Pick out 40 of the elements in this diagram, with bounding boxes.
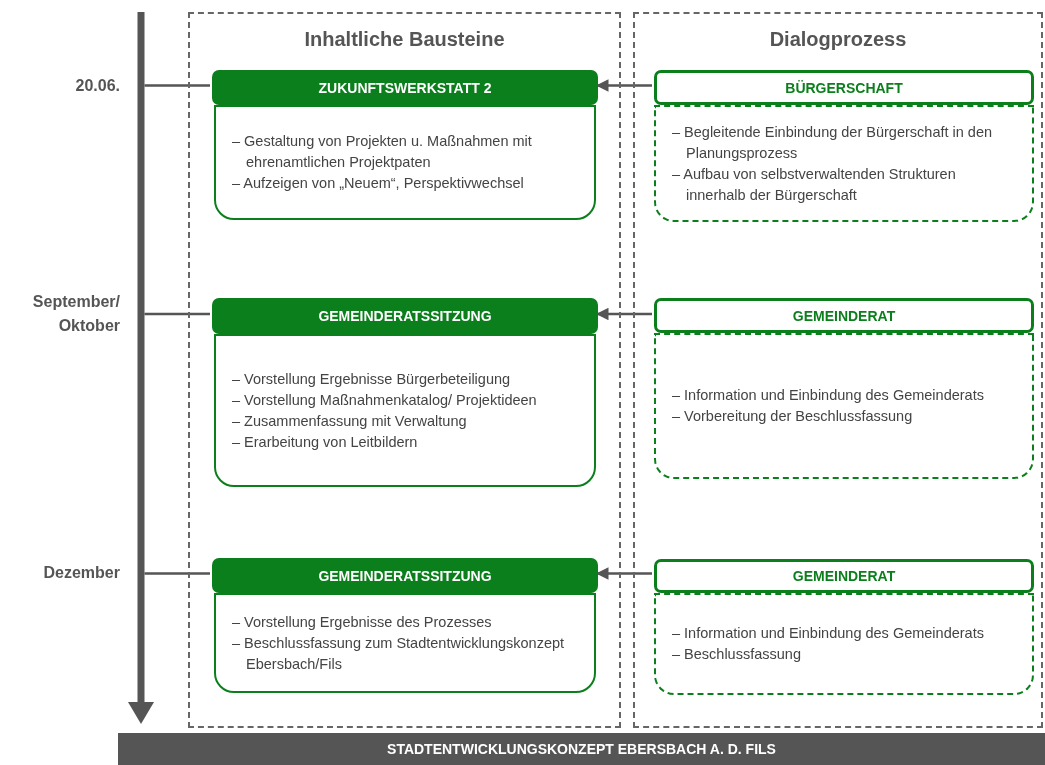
header-bar: ZUKUNFTSWERKSTATT 2 — [212, 70, 598, 105]
arrow — [596, 307, 652, 321]
connector-line — [144, 312, 210, 316]
header-bar: BÜRGERSCHAFT — [654, 70, 1034, 105]
date-label: 20.06. — [74, 76, 120, 96]
bullet-item: – Aufzeigen von „Neuem“, Perspektivwechsel — [232, 174, 525, 193]
arrow — [596, 79, 652, 92]
column-title: Inhaltliche Bausteine — [303, 28, 506, 51]
arrow — [596, 567, 652, 580]
bullet-item: – Zusammenfassung mit Verwaltung — [232, 411, 468, 431]
header-bar: GEMEINDERAT — [654, 559, 1034, 593]
bullet-item: – Vorstellung Ergebnisse des Prozesses — [232, 612, 493, 632]
column-panel — [633, 12, 1043, 728]
content-card — [654, 593, 1034, 695]
date-label: Dezember — [42, 563, 120, 583]
bullet-item: – Vorbereitung der Beschlussfassung — [672, 407, 914, 426]
column-panel — [188, 12, 621, 728]
connector-line — [144, 572, 210, 575]
bullet-item: – Information und Einbindung des Gemeinderats — [672, 386, 985, 405]
date-label: September/ Oktober — [31, 292, 120, 336]
bullet-item: – Aufbau von selbstverwaltenden Strukturen innerhalb der Bürgerschaft — [672, 164, 957, 205]
bullet-item: – Erarbeitung von Leitbildern — [232, 432, 419, 452]
content-card — [214, 593, 596, 693]
bullet-item: – Beschlussfassung zum Stadtentwicklungskonzept Ebersbach/Fils — [232, 633, 566, 674]
content-card — [214, 334, 596, 487]
footer-bar: STADTENTWICKLUNGSKONZEPT EBERSBACH A. D. FILS — [118, 733, 1045, 765]
header-bar: GEMEINDERATSSITZUNG — [212, 558, 598, 593]
header-bar: GEMEINDERAT — [654, 298, 1034, 333]
connector-line — [144, 84, 210, 87]
column-title: Dialogprozess — [768, 28, 908, 51]
bullet-item: – Information und Einbindung des Gemeinderats — [672, 624, 985, 643]
bullet-item: – Begleitende Einbindung der Bürgerschaft in den Planungsprozess — [672, 122, 994, 163]
content-card — [214, 105, 596, 220]
content-card — [654, 333, 1034, 479]
bullet-item: – Gestaltung von Projekten u. Maßnahmen mit ehrenamtlichen Projektpaten — [232, 132, 533, 172]
content-card — [654, 105, 1034, 222]
bullet-item: – Vorstellung Ergebnisse Bürgerbeteiligung — [232, 369, 512, 389]
bullet-item: – Vorstellung Maßnahmenkatalog/ Projektideen — [232, 390, 538, 410]
bullet-item: – Beschlussfassung — [672, 645, 802, 664]
header-bar: GEMEINDERATSSITZUNG — [212, 298, 598, 334]
